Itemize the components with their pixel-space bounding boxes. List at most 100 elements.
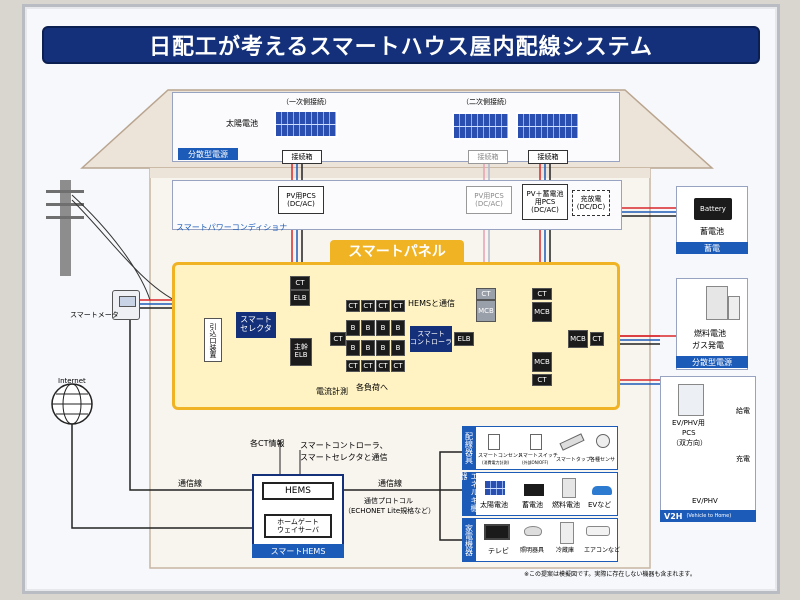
junction-box-secondary-right: 接続箱 (528, 150, 568, 164)
pv-pcs-line1: PV用PCS (286, 191, 316, 200)
main-elb: 主幹 ELB (290, 338, 312, 366)
smart-controller: スマート コントローラ (410, 326, 452, 352)
smart-outlet-label: スマートコンセント (478, 453, 523, 459)
pv-storage-pcs-line2: 用PCS (534, 197, 556, 206)
branch-breaker: B (346, 340, 360, 356)
internet-label: Internet (58, 377, 86, 385)
fridge-label: 冷蔵庫 (556, 547, 575, 554)
ct-secondary: CT (476, 288, 496, 300)
junction-box-secondary-left-text: 接続箱 (477, 152, 499, 161)
storage-tab: 蓄電 (676, 242, 748, 254)
distributed-source-tag: 分散型電源 (178, 148, 238, 160)
sensors-label: 各種センサ (590, 457, 616, 463)
pv-storage-pcs-line1: PV＋蓄電池 (526, 189, 564, 198)
branch-ct: CT (391, 300, 405, 312)
solar-panel-secondary-right (516, 112, 580, 140)
smart-switch-icon (530, 434, 542, 450)
pv-pcs-secondary: PV用PCS (DC/AC) (466, 186, 512, 214)
charger-line1: 充放電 (580, 194, 602, 203)
fuel-cell-device-icon (562, 478, 576, 498)
pv-storage-pcs-line3: (DC/AC) (531, 206, 559, 215)
branch-ct: CT (361, 300, 375, 312)
gateway-line1: ホームゲート (277, 517, 319, 526)
ev-pcs-line2: PCS (682, 429, 696, 437)
solar-battery-label: 太陽電池 (226, 119, 258, 128)
hems-box-text: HEMS (285, 486, 311, 496)
fuel-cell-device-label: 燃料電池 (552, 501, 580, 509)
smart-hems-text: スマートHEMS (270, 546, 326, 556)
junction-box-primary: 接続箱 (282, 150, 322, 164)
smart-tap-label: スマートタップ (556, 457, 591, 463)
controller-comm-line2: スマートセレクタと通信 (300, 453, 388, 462)
ev-device-icon (592, 486, 612, 495)
distributed-tab: 分散型電源 (676, 356, 748, 368)
battery-device-label: 蓄電池 (522, 501, 543, 509)
controller-comm-line1: スマートコントローラ、 (300, 441, 388, 450)
solar-device-label: 太陽電池 (480, 501, 508, 509)
tv-icon (484, 524, 510, 540)
pv-pcs-line2: (DC/AC) (287, 200, 315, 208)
mcb-right-top: MCB (532, 302, 552, 322)
primary-connection-label: （一次側接続） (282, 98, 331, 106)
current-measure-label: 電流計測 (316, 387, 348, 396)
mcb-secondary-text: MCB (478, 307, 494, 315)
junction-box-secondary-left: 接続箱 (468, 150, 508, 164)
lighting-icon (524, 526, 542, 536)
v2h-text: V2H (664, 511, 683, 521)
elb-controller: ELB (454, 332, 474, 346)
smart-selector-text: スマート セレクタ (240, 315, 272, 333)
branch-breaker: B (391, 340, 405, 356)
title-banner: 日配工が考えるスマートハウス屋内配線システム (42, 26, 760, 64)
utility-pole (46, 180, 84, 276)
energy-devices-tab: エネルギ機器 (459, 472, 479, 516)
branch-breaker: B (376, 340, 390, 356)
fridge-icon (560, 522, 574, 544)
solar-device-icon (484, 480, 506, 496)
smart-outlet-icon (488, 434, 500, 450)
ct-right-bottom-text: CT (537, 376, 547, 384)
intake-device-text: 引込口装置 (209, 322, 217, 358)
smart-panel-title: スマートパネル (348, 244, 446, 260)
protocol-line1: 通信プロトコル (364, 497, 413, 505)
smart-panel-title-tag: スマートパネル (330, 240, 464, 262)
ct-secondary-text: CT (481, 290, 491, 298)
wiring-devices-tab-text: 配線器具 (464, 432, 474, 464)
hems-box: HEMS (262, 482, 334, 500)
ct-main-top-text: CT (295, 279, 305, 287)
ev-etc-label: EVなど (588, 501, 612, 509)
ct-main-bus: CT (330, 332, 346, 346)
aircon-icon (586, 526, 610, 536)
ct-fuelcell-text: CT (592, 335, 602, 343)
energy-devices-tab-text: エネルギ機器 (459, 472, 479, 512)
lighting-label: 照明器具 (520, 547, 545, 554)
comm-line-left-label: 通信線 (178, 479, 202, 488)
solar-panel-secondary-left (452, 112, 510, 140)
gateway-line2: ウェイサーバ (277, 526, 319, 534)
branch-ct: CT (346, 360, 360, 372)
ct-fuelcell: CT (590, 332, 604, 346)
charge-discharge-unit: 充放電 (DC/DC) (572, 190, 610, 216)
fuel-cell-line1: 燃料電池 (694, 329, 726, 338)
smart-meter-label: スマートメータ (70, 311, 119, 319)
branch-ct: CT (391, 360, 405, 372)
solar-panel-primary (274, 110, 338, 138)
footnote: ※この提案は模擬図です。実際に存在しない機器も含まれます。 (524, 571, 696, 578)
protocol-line2: （ECHONET Lite規格など） (344, 507, 436, 515)
ev-label: EV/PHV (692, 497, 718, 505)
branch-ct: CT (376, 300, 390, 312)
mcb-secondary: MCB (476, 300, 496, 322)
branch-breaker: B (361, 320, 375, 336)
ct-main-top: CT (290, 276, 310, 290)
junction-box-primary-text: 接続箱 (291, 152, 313, 161)
battery-word: Battery (700, 205, 726, 213)
ev-pcs-line1: EV/PHV用 (672, 419, 705, 427)
tv-label: テレビ (488, 547, 509, 555)
home-gateway-server: ホームゲート ウェイサーバ (264, 514, 332, 538)
v2h-card (660, 376, 756, 522)
attic-band (150, 168, 650, 178)
smart-switch-sub: (外部ON/OFF) (522, 460, 549, 465)
battery-icon: Battery (694, 198, 732, 220)
fuel-cell-icon-small (728, 296, 740, 320)
